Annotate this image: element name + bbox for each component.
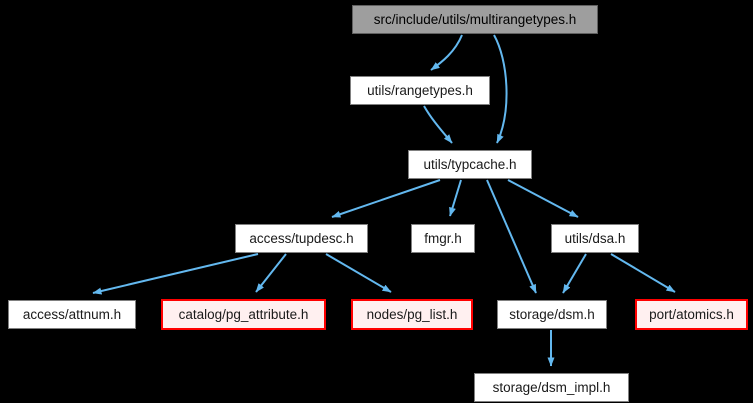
edge-rangetypes-to-typcache xyxy=(423,105,453,144)
node-multirangetypes[interactable]: src/include/utils/multirangetypes.h xyxy=(352,5,598,34)
node-dsm[interactable]: storage/dsm.h xyxy=(497,300,607,329)
node-fmgr[interactable]: fmgr.h xyxy=(411,224,475,253)
edge-typcache-to-dsa xyxy=(507,179,579,218)
edge-typcache-to-tupdesc xyxy=(331,179,441,218)
node-pg-list[interactable]: nodes/pg_list.h xyxy=(351,299,473,330)
node-label: access/attnum.h xyxy=(22,306,122,322)
node-label: storage/dsm_impl.h xyxy=(492,379,611,395)
edge-tupdesc-to-pg-list xyxy=(325,253,392,293)
node-label: utils/typcache.h xyxy=(423,156,517,172)
edge-tupdesc-to-attnum xyxy=(92,253,259,295)
node-label: src/include/utils/multirangetypes.h xyxy=(373,11,577,27)
node-label: access/tupdesc.h xyxy=(249,230,354,246)
node-attnum[interactable]: access/attnum.h xyxy=(8,300,136,329)
node-dsa[interactable]: utils/dsa.h xyxy=(551,224,639,253)
node-typcache[interactable]: utils/typcache.h xyxy=(408,150,532,179)
node-label: utils/rangetypes.h xyxy=(367,82,473,98)
node-label: port/atomics.h xyxy=(649,306,734,322)
node-label: nodes/pg_list.h xyxy=(366,306,458,322)
edge-tupdesc-to-pg-attribute xyxy=(255,253,287,293)
node-label: utils/dsa.h xyxy=(564,230,626,246)
node-rangetypes[interactable]: utils/rangetypes.h xyxy=(350,76,490,105)
edge-multirangetypes-to-rangetypes xyxy=(430,34,463,71)
node-label: fmgr.h xyxy=(424,230,462,246)
edge-typcache-to-fmgr xyxy=(449,179,462,217)
edge-dsa-to-dsm xyxy=(562,253,587,294)
edge-dsa-to-atomics xyxy=(610,253,676,293)
node-atomics[interactable]: port/atomics.h xyxy=(635,299,748,330)
node-label: catalog/pg_attribute.h xyxy=(178,306,309,322)
edge-multirangetypes-to-typcache xyxy=(493,34,508,144)
edge-typcache-to-dsm xyxy=(486,179,537,294)
node-label: storage/dsm.h xyxy=(509,306,595,322)
node-dsm-impl[interactable]: storage/dsm_impl.h xyxy=(474,373,629,402)
node-tupdesc[interactable]: access/tupdesc.h xyxy=(235,224,368,253)
node-pg-attribute[interactable]: catalog/pg_attribute.h xyxy=(161,299,326,330)
